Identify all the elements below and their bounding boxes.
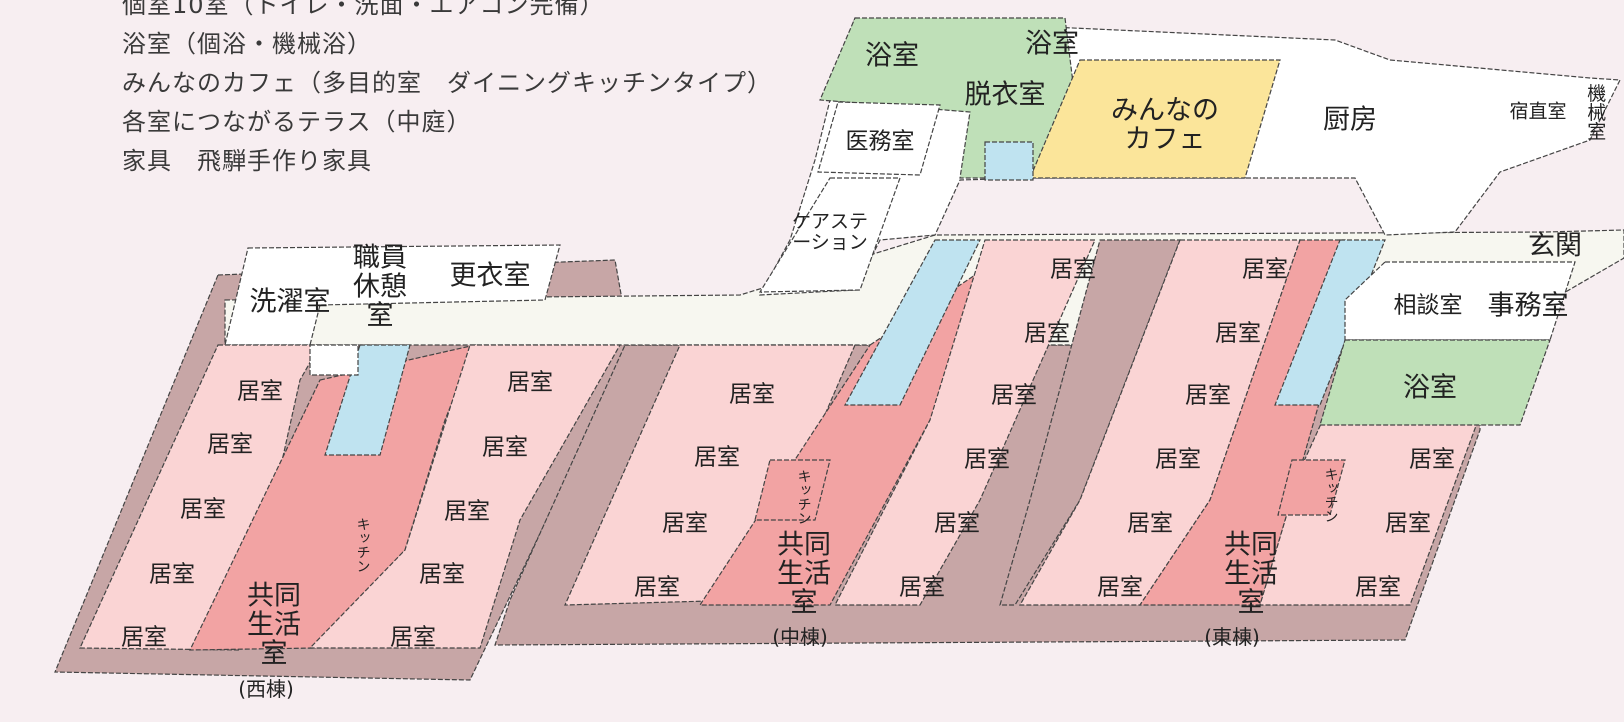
living-room: 居室 <box>1355 574 1401 601</box>
living-room: 居室 <box>634 574 680 601</box>
kitchen-east: キッチン <box>1322 467 1339 523</box>
staff-rooms <box>224 244 561 346</box>
living-room: 居室 <box>991 382 1037 409</box>
legend-line-terrace: 各室につながるテラス（中庭） <box>122 108 472 136</box>
room-night-duty: 宿直室 <box>1509 100 1567 123</box>
living-room: 居室 <box>694 444 740 471</box>
west-toilets <box>324 344 411 456</box>
legend-line-furniture: 家具 飛騨手作り家具 <box>122 147 372 175</box>
wing-label-center: (中棟) <box>772 625 828 650</box>
center-toilets <box>843 239 981 406</box>
wing-label-west: (西棟) <box>238 677 294 702</box>
toilet-north <box>984 141 1034 181</box>
room-bath-east: 浴室 <box>1403 372 1457 404</box>
kitchen-center: キッチン <box>795 469 812 525</box>
living-room: 居室 <box>121 624 167 651</box>
legend-line-rooms: 個室10室（トイレ・洗面・エアコン完備） <box>122 0 605 19</box>
living-room: 居室 <box>149 561 195 588</box>
room-cafe: みんなのカフェ <box>1111 94 1219 155</box>
living-room: 居室 <box>1215 320 1261 347</box>
living-room: 居室 <box>1155 446 1201 473</box>
room-dressing: 脱衣室 <box>964 79 1046 111</box>
room-bath-north-1: 浴室 <box>865 40 919 72</box>
kitchen-west: キッチン <box>354 517 371 573</box>
living-room: 居室 <box>237 378 283 405</box>
living-room: 居室 <box>482 434 528 461</box>
medical-room <box>817 101 941 176</box>
common-room-west: 共同生活室 <box>247 580 301 670</box>
wing-label-east: (東棟) <box>1204 625 1260 650</box>
legend-line-cafe: みんなのカフェ（多目的室 ダイニングキッチンタイプ） <box>122 69 772 97</box>
living-room: 居室 <box>1185 382 1231 409</box>
living-room: 居室 <box>1050 256 1096 283</box>
west-rooms-right <box>308 344 622 649</box>
living-room: 居室 <box>899 574 945 601</box>
living-room: 居室 <box>1024 320 1070 347</box>
common-room-east: 共同生活室 <box>1224 529 1278 619</box>
living-room: 居室 <box>1097 574 1143 601</box>
living-room: 居室 <box>390 624 436 651</box>
living-room: 居室 <box>1409 446 1455 473</box>
room-consultation: 相談室 <box>1393 292 1463 319</box>
living-room: 居室 <box>662 510 708 537</box>
room-kitchen-main: 厨房 <box>1323 104 1377 136</box>
center-kitchen <box>754 459 831 521</box>
room-laundry: 洗濯室 <box>249 286 331 318</box>
cafe-area <box>1029 59 1281 179</box>
room-office: 事務室 <box>1487 290 1569 322</box>
living-room: 居室 <box>729 381 775 408</box>
room-locker: 更衣室 <box>449 260 531 292</box>
living-room: 居室 <box>1127 510 1173 537</box>
legend-line-bath: 浴室（個浴・機械浴） <box>122 30 372 58</box>
room-care-station: ケアステーション <box>791 210 868 253</box>
care-station <box>758 177 901 293</box>
living-room: 居室 <box>444 498 490 525</box>
room-staff-rest: 職員休憩室 <box>353 242 407 332</box>
entrance: 玄関 <box>1528 230 1582 262</box>
east-toilets <box>1274 239 1386 406</box>
room-medical: 医務室 <box>845 128 915 155</box>
living-room: 居室 <box>419 561 465 588</box>
west-stair <box>309 344 359 376</box>
living-room: 居室 <box>1385 510 1431 537</box>
bath-east <box>1319 339 1551 426</box>
living-room: 居室 <box>207 431 253 458</box>
east-kitchen <box>1277 459 1346 516</box>
living-room: 居室 <box>964 446 1010 473</box>
center-rooms-right <box>834 239 1096 606</box>
living-room: 居室 <box>934 510 980 537</box>
living-room: 居室 <box>507 369 553 396</box>
room-machine: 機械室 <box>1584 83 1607 141</box>
living-room: 居室 <box>1242 256 1288 283</box>
room-bath-north-2: 浴室 <box>1025 28 1079 60</box>
facility-legend: 個室10室（トイレ・洗面・エアコン完備） 浴室（個浴・機械浴） みんなのカフェ（… <box>122 0 772 181</box>
common-room-center: 共同生活室 <box>777 529 831 619</box>
living-room: 居室 <box>180 496 226 523</box>
